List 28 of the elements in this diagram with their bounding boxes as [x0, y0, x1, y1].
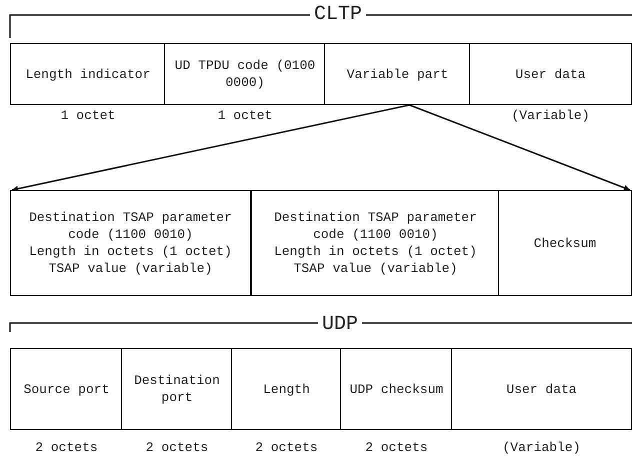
field-cell: Length indicator	[10, 43, 166, 105]
field-text: Destination TSAP parameter code (1100 0010)	[273, 209, 478, 243]
size-note: 1 octet	[60, 108, 116, 123]
arrow	[12, 104, 410, 192]
field-cell: Variable part	[324, 43, 471, 105]
field-cell: Source port	[10, 348, 123, 430]
field-cell: Checksum	[498, 190, 632, 296]
field-cell: User data	[451, 348, 632, 430]
field-text: TSAP value (variable)	[294, 260, 458, 277]
field-cell: UD TPDU code (0100 0000)	[164, 43, 326, 105]
size-note: 2 octets	[254, 440, 319, 455]
size-note: (Variable)	[501, 440, 582, 455]
size-note: (Variable)	[510, 108, 590, 123]
size-note: 1 octet	[216, 108, 274, 123]
field-cell: UDP checksum	[340, 348, 453, 430]
arrow	[409, 104, 630, 191]
field-cell	[10, 190, 251, 296]
field-cell: Destination port	[121, 348, 233, 430]
size-note: 2 octets	[144, 440, 210, 455]
field-text: Length in octets (1 octet)	[274, 243, 477, 260]
field-text: Length in octets (1 octet)	[29, 243, 232, 260]
field-text: Destination TSAP parameter code (1100 0010)	[28, 209, 233, 243]
field-text: TSAP value (variable)	[48, 260, 212, 277]
field-cell: User data	[469, 43, 632, 105]
size-note: 2 octets	[364, 440, 429, 455]
field-cell	[251, 190, 500, 296]
field-cell: Length	[231, 348, 342, 430]
size-note: 2 octets	[34, 440, 99, 455]
